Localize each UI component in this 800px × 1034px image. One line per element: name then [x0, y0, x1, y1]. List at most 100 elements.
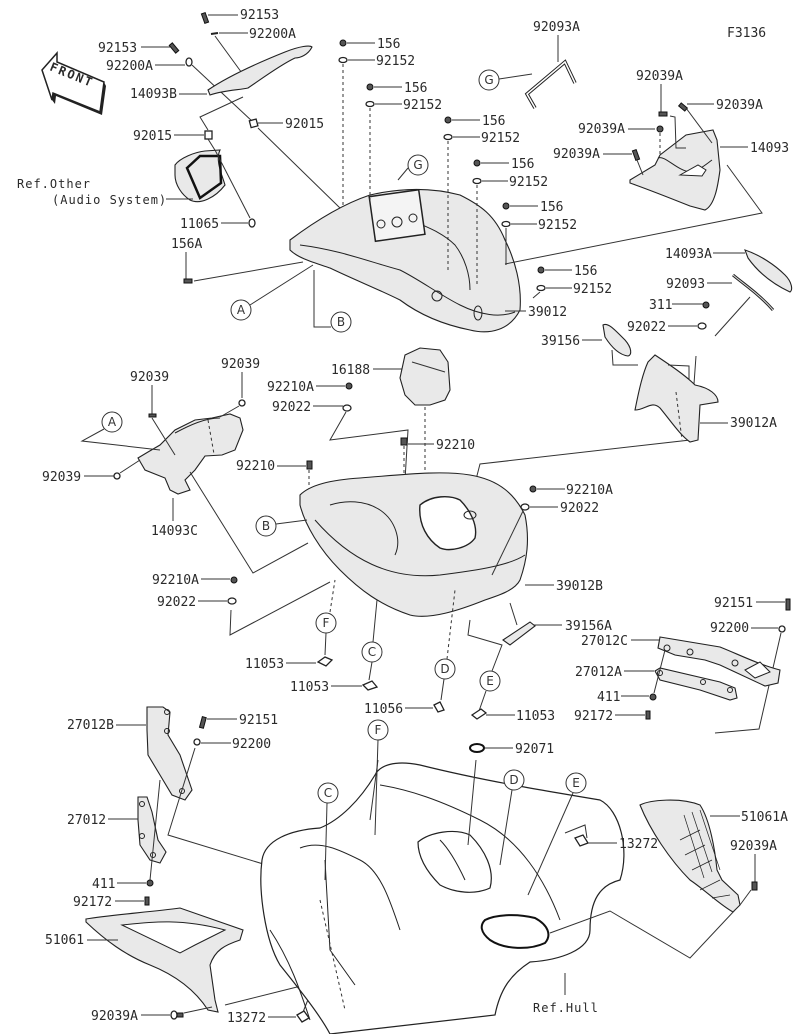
svg-text:156A: 156A	[171, 237, 202, 252]
part-92210A-2[interactable]: 92210A	[529, 483, 613, 498]
part-11056[interactable]: 11056	[364, 701, 445, 717]
svg-text:92152: 92152	[403, 98, 442, 113]
svg-text:411: 411	[92, 877, 115, 892]
part-92210[interactable]: 92210	[400, 437, 475, 480]
svg-text:D: D	[509, 773, 518, 787]
part-92015-left[interactable]: 92015	[133, 96, 244, 156]
part-92200A-left[interactable]: 92200A	[106, 57, 254, 123]
svg-text:B: B	[262, 519, 270, 533]
part-156-3[interactable]: 156	[444, 114, 505, 129]
svg-text:92210A: 92210A	[267, 380, 314, 395]
part-16188[interactable]: 16188	[331, 347, 451, 585]
part-27012C[interactable]: 27012C	[581, 634, 781, 687]
part-39156A[interactable]: 39156A	[502, 602, 612, 646]
part-156-5[interactable]: 156	[502, 200, 563, 215]
svg-text:92172: 92172	[574, 709, 613, 724]
part-92039A-right[interactable]: 92039A	[677, 98, 763, 144]
part-92200-right[interactable]: 92200	[710, 621, 786, 734]
part-92039A-low[interactable]: 92039A	[553, 147, 644, 176]
part-156-2[interactable]: 156	[366, 81, 427, 96]
part-311[interactable]: 311	[649, 298, 710, 313]
part-14093A[interactable]: 14093A	[665, 247, 793, 293]
part-92022-3[interactable]: 92022	[157, 581, 331, 636]
part-11053-a[interactable]: 11053	[245, 656, 334, 672]
svg-text:A: A	[237, 303, 246, 317]
svg-text:F: F	[375, 723, 382, 737]
svg-text:14093A: 14093A	[665, 247, 712, 262]
part-411-right[interactable]: 411	[597, 690, 657, 705]
part-92093A[interactable]: 92093A	[524, 20, 580, 109]
svg-text:92022: 92022	[157, 595, 196, 610]
part-92172-right[interactable]: 92172	[574, 709, 651, 724]
part-92039A-bottom-left[interactable]: 92039A	[91, 1006, 213, 1024]
part-14093B[interactable]: 14093B	[130, 45, 313, 102]
ref-other-label: Ref.Other	[17, 177, 91, 191]
svg-text:92210A: 92210A	[566, 483, 613, 498]
part-92210-b[interactable]: 92210	[236, 459, 313, 495]
svg-text:92152: 92152	[376, 54, 415, 69]
part-92210A-3[interactable]: 92210A	[152, 573, 238, 588]
part-92039A-top[interactable]: 92039A	[636, 69, 686, 149]
part-92210A-1[interactable]: 92210A	[267, 380, 353, 395]
part-92015-right[interactable]: 92015	[248, 117, 341, 209]
callout-F-upper: F	[315, 579, 337, 656]
part-92039A-bottom-right[interactable]: 92039A	[730, 839, 777, 906]
part-92022-1[interactable]: 92022	[272, 400, 409, 481]
part-92200-left[interactable]: 92200	[167, 737, 481, 931]
part-92152-5[interactable]: 92152	[501, 218, 577, 265]
svg-text:C: C	[324, 786, 332, 800]
part-92039-b[interactable]: 92039	[219, 357, 260, 418]
part-92039A-mid[interactable]: 92039A	[578, 122, 664, 155]
audio-system-housing[interactable]: Ref.Other (Audio System)	[17, 149, 226, 207]
part-39012-deck[interactable]: 39012	[289, 188, 567, 333]
part-92022-2[interactable]: 92022	[491, 501, 599, 576]
part-14093C[interactable]: 14093C	[137, 413, 309, 574]
part-92152-1[interactable]: 92152	[338, 54, 415, 205]
part-156A[interactable]: 156A	[171, 237, 304, 284]
callout-E-upper: E	[467, 619, 503, 712]
callout-B-upper: B	[313, 270, 352, 333]
part-92153-left[interactable]: 92153	[98, 41, 180, 56]
part-11053-c[interactable]: 11053	[470, 708, 555, 724]
part-14093[interactable]: 14093	[504, 129, 789, 265]
part-92153-top[interactable]: 92153	[200, 8, 279, 25]
part-11065[interactable]: 11065	[180, 149, 256, 232]
svg-text:156: 156	[574, 264, 597, 279]
part-92039-c[interactable]: 92039	[42, 459, 141, 485]
part-27012[interactable]: 27012	[67, 779, 167, 881]
part-92151-right[interactable]: 92151	[714, 596, 791, 611]
svg-text:92039: 92039	[42, 470, 81, 485]
part-11053-b[interactable]: 11053	[290, 680, 379, 695]
part-27012A[interactable]: 27012A	[575, 649, 738, 701]
svg-text:92152: 92152	[481, 131, 520, 146]
part-39012A[interactable]: 39012A	[634, 354, 777, 443]
part-92071[interactable]: 92071	[467, 742, 554, 846]
svg-text:92022: 92022	[627, 320, 666, 335]
part-92152-3[interactable]: 92152	[443, 131, 520, 270]
svg-text:411: 411	[597, 690, 620, 705]
part-411-left[interactable]: 411	[92, 877, 154, 892]
part-92152-2[interactable]: 92152	[365, 98, 442, 200]
svg-text:92153: 92153	[98, 41, 137, 56]
part-156-4[interactable]: 156	[473, 157, 534, 172]
part-13272-right[interactable]: 13272	[564, 824, 658, 852]
callout-C-upper: C	[361, 599, 383, 681]
svg-text:B: B	[337, 315, 345, 329]
part-92151-left[interactable]: 92151	[198, 713, 279, 729]
part-39156[interactable]: 39156	[541, 323, 638, 366]
part-51061A[interactable]: 51061A	[549, 799, 788, 959]
part-27012B[interactable]: 27012B	[67, 706, 193, 801]
part-92172-left[interactable]: 92172	[73, 895, 150, 910]
part-92152-6[interactable]: 92152	[532, 282, 612, 299]
part-51061[interactable]: 51061	[45, 907, 306, 1013]
part-92152-4[interactable]: 92152	[472, 175, 548, 285]
svg-text:92172: 92172	[73, 895, 112, 910]
part-156-1[interactable]: 156	[339, 37, 400, 52]
part-156-6[interactable]: 156	[537, 264, 597, 279]
part-92093[interactable]: 92093	[666, 273, 775, 337]
callout-G-upper: G	[478, 69, 533, 91]
part-39012B-tub[interactable]: 39012B	[299, 472, 603, 617]
part-92039-a[interactable]: 92039	[130, 370, 176, 456]
svg-text:39156A: 39156A	[565, 619, 612, 634]
